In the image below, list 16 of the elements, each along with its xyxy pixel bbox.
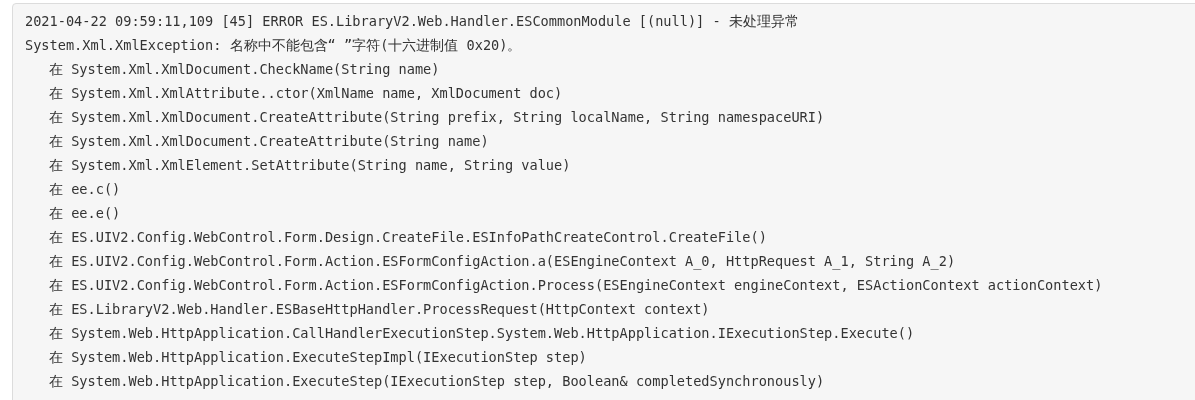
stack-trace-line: 在 ES.UIV2.Config.WebControl.Form.Design.CreateFile.ESInfoPathCreateControl.CreateFile(): [49, 228, 767, 246]
stack-trace-line: 在 ee.e(): [49, 204, 121, 222]
stack-trace-line: 在 ES.UIV2.Config.WebControl.Form.Action.ESFormConfigAction.Process(ESEngineContext engineContext, ESActionContext actionContext): [49, 276, 1103, 294]
stack-trace-line: 在 System.Xml.XmlDocument.CreateAttribute(String prefix, String localName, String namespaceURI): [49, 108, 825, 126]
stack-trace-line: 在 ES.UIV2.Config.WebControl.Form.Action.ESFormConfigAction.a(ESEngineContext A_0, HttpRequest A_1, String A_2): [49, 252, 956, 270]
stack-trace-line: 在 System.Web.HttpApplication.ExecuteStepImpl(IExecutionStep step): [49, 348, 587, 366]
stack-trace-line: 在 System.Xml.XmlDocument.CheckName(String name): [49, 60, 440, 78]
stack-trace-line: 在 System.Web.HttpApplication.CallHandlerExecutionStep.System.Web.HttpApplication.IExecutionStep.Execute(): [49, 324, 915, 342]
stack-trace-line: 在 System.Web.HttpApplication.ExecuteStep(IExecutionStep step, Boolean& completedSynchronously): [49, 372, 825, 390]
stack-trace-line: 在 ES.LibraryV2.Web.Handler.ESBaseHttpHandler.ProcessRequest(HttpContext context): [49, 300, 710, 318]
stack-trace-line: 在 System.Xml.XmlAttribute..ctor(XmlName name, XmlDocument doc): [49, 84, 563, 102]
log-line: System.Xml.XmlException: 名称中不能包含“ ”字符(十六进制值 0x20)。: [25, 36, 522, 54]
stack-trace-line: 在 ee.c(): [49, 180, 121, 198]
stack-trace-line: 在 System.Xml.XmlElement.SetAttribute(String name, String value): [49, 156, 571, 174]
log-line: 2021-04-22 09:59:11,109 [45] ERROR ES.LibraryV2.Web.Handler.ESCommonModule [(null)] - 未处理异常: [25, 12, 799, 30]
stack-trace-line: 在 System.Xml.XmlDocument.CreateAttribute(String name): [49, 132, 489, 150]
